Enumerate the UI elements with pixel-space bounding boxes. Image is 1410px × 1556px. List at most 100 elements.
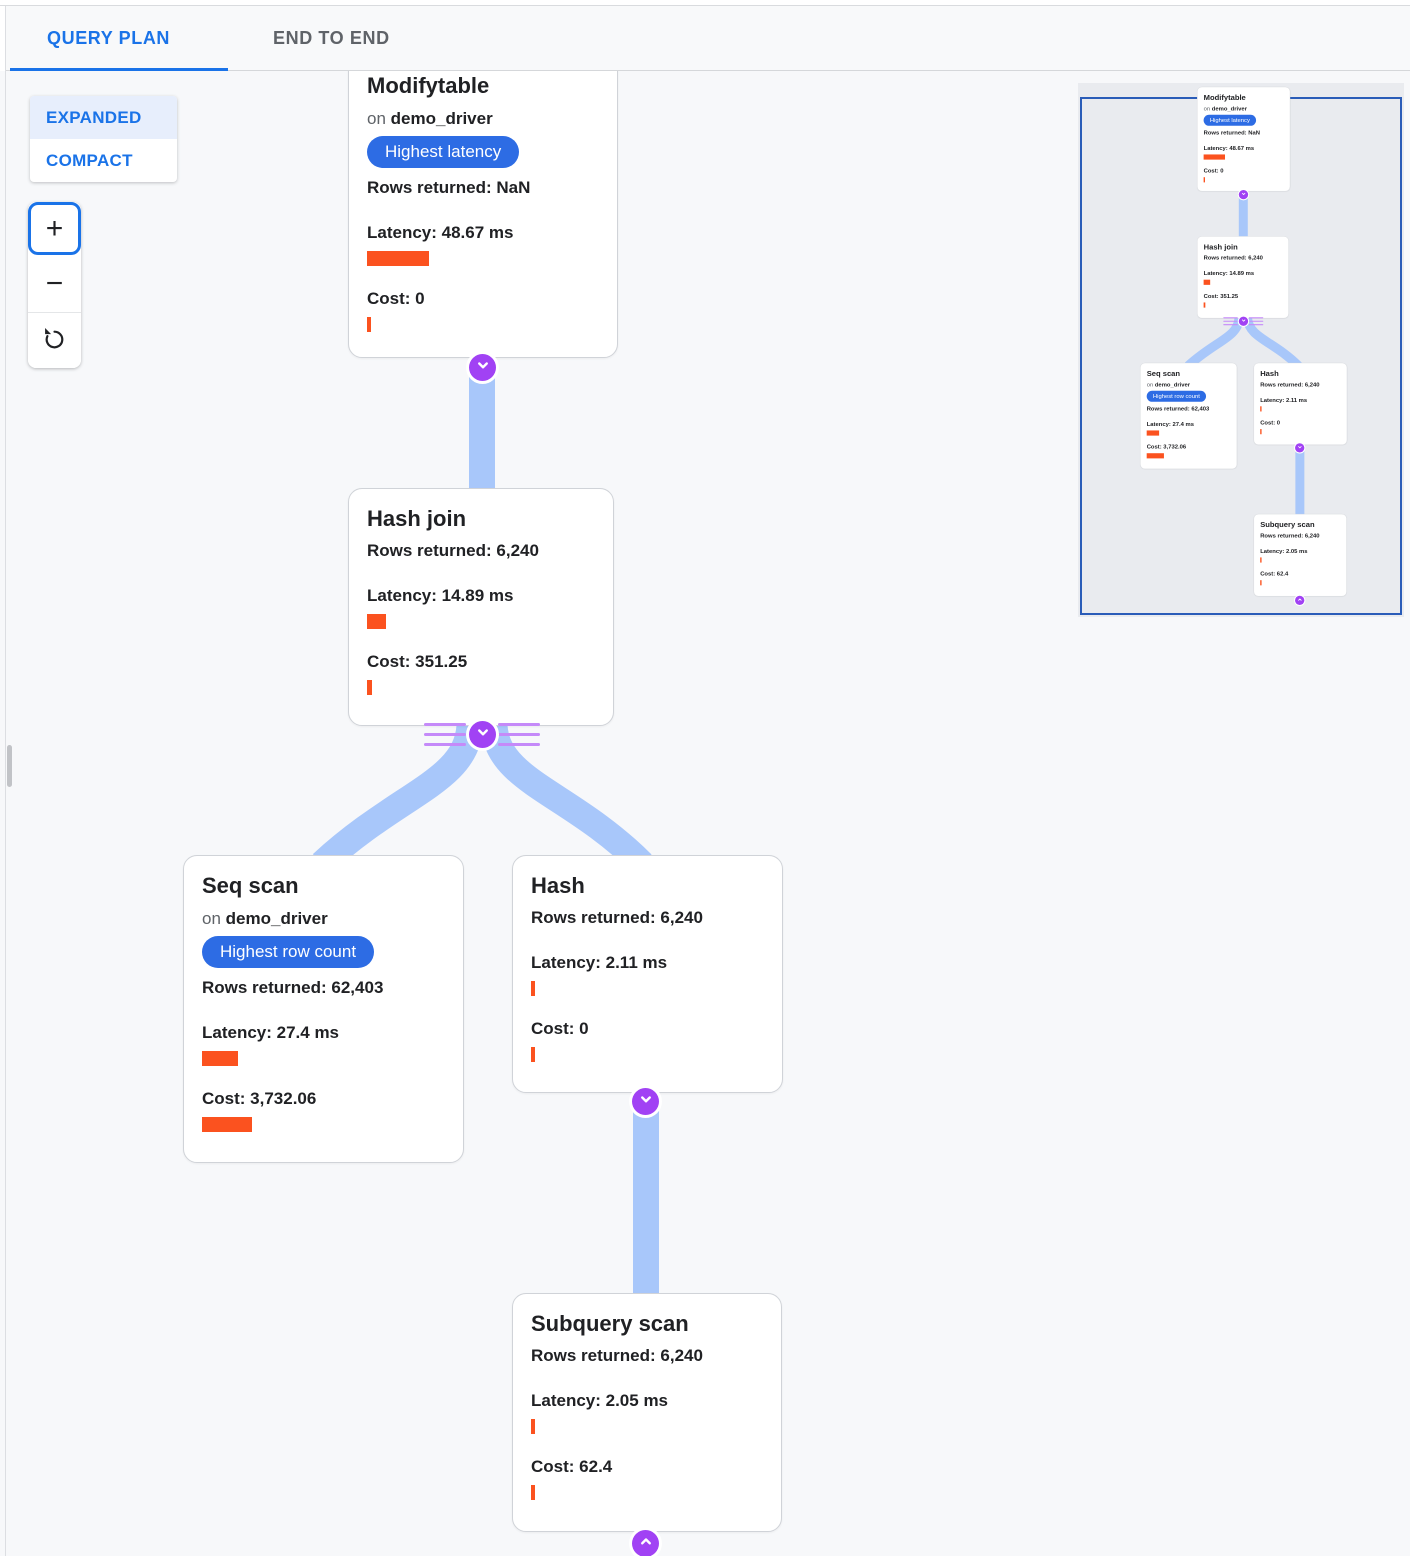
- mini-latency-bar: [1260, 406, 1262, 412]
- plan-node-subquery-scan[interactable]: Subquery scan Rows returned: 6,240 Laten…: [512, 1293, 782, 1532]
- mini-cost-bar: [1260, 580, 1262, 586]
- mini-latency-label: Latency: 27.4 ms: [1146, 420, 1194, 428]
- mini-edge-hashjoin-hash: [1242, 317, 1302, 370]
- mini-collapse-modifytable-button: [1238, 189, 1249, 200]
- rows-returned: Rows returned: 6,240: [367, 541, 539, 560]
- rows-returned: Rows returned: 6,240: [531, 1346, 703, 1365]
- mini-latency-label: Latency: 2.11 ms: [1260, 396, 1308, 404]
- tab-end-to-end[interactable]: END TO END: [273, 28, 390, 48]
- on-label: on: [202, 909, 221, 928]
- node-title: Seq scan: [202, 873, 299, 898]
- mini-latency-label: Latency: 2.05 ms: [1260, 547, 1308, 555]
- table-name: demo_driver: [390, 109, 493, 128]
- mini-rows-returned: Rows returned: 62,403: [1146, 405, 1210, 412]
- latency-label: Latency: 48.67 ms: [367, 223, 514, 242]
- mini-node-table-line: on demo_driver: [1204, 104, 1284, 113]
- reset-zoom-icon: [42, 328, 67, 356]
- mini-chevron-down-icon: [1297, 444, 1303, 452]
- left-divider: [5, 6, 6, 1556]
- latency-label: Latency: 27.4 ms: [202, 1023, 340, 1042]
- mini-table-name: demo_driver: [1211, 105, 1247, 113]
- mini-chevron-down-icon: [1240, 191, 1246, 199]
- mini-branch-lines-left: [1223, 317, 1238, 326]
- plan-node-seq-scan[interactable]: Seq scan on demo_driver Highest row coun…: [183, 855, 464, 1163]
- zoom-in-button[interactable]: +: [28, 202, 81, 255]
- latency-bar: [367, 614, 386, 629]
- mini-plan-node-subquery-scan: Subquery scan Rows returned: 6,240 Laten…: [1253, 513, 1347, 597]
- cost-label: Cost: 0: [531, 1019, 589, 1038]
- mini-highest-row-count-badge: Highest row count: [1146, 390, 1207, 402]
- mini-rows-returned: Rows returned: 6,240: [1260, 532, 1320, 539]
- chevron-up-icon: [637, 1532, 655, 1555]
- latency-label: Latency: 14.89 ms: [367, 586, 514, 605]
- rows-returned: Rows returned: 6,240: [531, 908, 703, 927]
- tab-query-plan[interactable]: QUERY PLAN: [47, 28, 171, 48]
- zoom-controls: + −: [28, 202, 81, 368]
- node-title: Subquery scan: [531, 1311, 689, 1336]
- mini-on-label: on: [1146, 381, 1154, 389]
- node-table-line: on demo_driver: [367, 106, 599, 132]
- mini-chevron-down-icon: [1240, 317, 1246, 325]
- zoom-panel-divider: [28, 312, 81, 313]
- edge-hashjoin-hash: [480, 724, 652, 874]
- mini-node-title: Seq scan: [1146, 369, 1181, 378]
- active-tab-underline: [10, 68, 228, 71]
- mini-highest-latency-badge: Highest latency: [1203, 114, 1257, 126]
- cost-bar: [531, 1047, 535, 1062]
- zoom-out-button[interactable]: −: [28, 255, 81, 312]
- mini-cost-bar: [1146, 453, 1164, 459]
- plan-graph: Modifytable on demo_driver Highest laten…: [0, 71, 800, 1556]
- collapse-hash-join-button[interactable]: [469, 721, 496, 748]
- expand-subquery-scan-button[interactable]: [632, 1530, 659, 1556]
- mini-edge-hashjoin-seqscan: [1184, 317, 1244, 370]
- mini-collapse-hash-button: [1295, 443, 1305, 453]
- mini-cost-label: Cost: 62.4: [1260, 570, 1289, 578]
- cost-bar: [367, 317, 371, 332]
- cost-label: Cost: 3,732.06: [202, 1089, 317, 1108]
- mini-cost-bar: [1203, 177, 1205, 183]
- edge-hashjoin-seqscan: [312, 724, 484, 874]
- mini-branch-lines-right: [1248, 317, 1264, 326]
- node-title: Hash: [531, 873, 585, 898]
- latency-bar: [202, 1051, 238, 1066]
- node-title: Hash join: [367, 506, 467, 531]
- mini-latency-label: Latency: 48.67 ms: [1203, 144, 1255, 152]
- on-label: on: [367, 109, 386, 128]
- mini-table-name: demo_driver: [1154, 381, 1191, 389]
- mini-plan-node-hash: Hash Rows returned: 6,240 Latency: 2.11 …: [1253, 362, 1348, 445]
- highest-row-count-badge: Highest row count: [202, 936, 375, 968]
- mini-collapse-hash-join-button: [1238, 316, 1249, 326]
- plan-node-hash[interactable]: Hash Rows returned: 6,240 Latency: 2.11 …: [512, 855, 783, 1093]
- mini-latency-bar: [1203, 279, 1211, 285]
- mini-on-label: on: [1203, 105, 1211, 113]
- latency-label: Latency: 2.11 ms: [531, 953, 668, 972]
- mini-rows-returned: Rows returned: 6,240: [1203, 254, 1263, 262]
- compact-button[interactable]: COMPACT: [46, 151, 133, 170]
- mini-plan-node-seq-scan: Seq scan on demo_driver Highest row coun…: [1140, 362, 1238, 470]
- plan-node-hash-join[interactable]: Hash join Rows returned: 6,240 Latency: …: [348, 488, 614, 726]
- cost-bar: [531, 1485, 535, 1500]
- reset-zoom-button[interactable]: [28, 313, 81, 368]
- chevron-down-icon: [474, 356, 492, 379]
- mini-latency-label: Latency: 14.89 ms: [1203, 270, 1255, 277]
- mini-rows-returned: Rows returned: 6,240: [1260, 381, 1320, 388]
- plan-canvas[interactable]: EXPANDED COMPACT + −: [0, 71, 1410, 1556]
- plan-node-modifytable[interactable]: Modifytable on demo_driver Highest laten…: [348, 71, 618, 358]
- mini-cost-bar: [1260, 429, 1262, 435]
- expanded-button[interactable]: EXPANDED: [30, 96, 177, 139]
- latency-bar: [367, 251, 429, 266]
- mini-cost-label: Cost: 0: [1260, 419, 1281, 426]
- minimap-graph: Modifytable on demo_driver Highest laten…: [1078, 86, 1353, 610]
- mini-latency-bar: [1260, 557, 1262, 563]
- vertical-scrollbar-thumb[interactable]: [7, 745, 12, 787]
- latency-bar: [531, 1419, 535, 1434]
- cost-bar: [367, 680, 372, 695]
- collapse-hash-button[interactable]: [632, 1088, 659, 1115]
- tab-bar: QUERY PLAN END TO END: [6, 6, 1410, 71]
- collapse-modifytable-button[interactable]: [469, 354, 496, 381]
- rows-returned: Rows returned: NaN: [367, 178, 531, 197]
- top-divider: [0, 5, 1410, 6]
- mini-cost-label: Cost: 351.25: [1203, 292, 1239, 300]
- mini-latency-bar: [1146, 430, 1160, 436]
- minimap[interactable]: Modifytable on demo_driver Highest laten…: [1078, 83, 1404, 617]
